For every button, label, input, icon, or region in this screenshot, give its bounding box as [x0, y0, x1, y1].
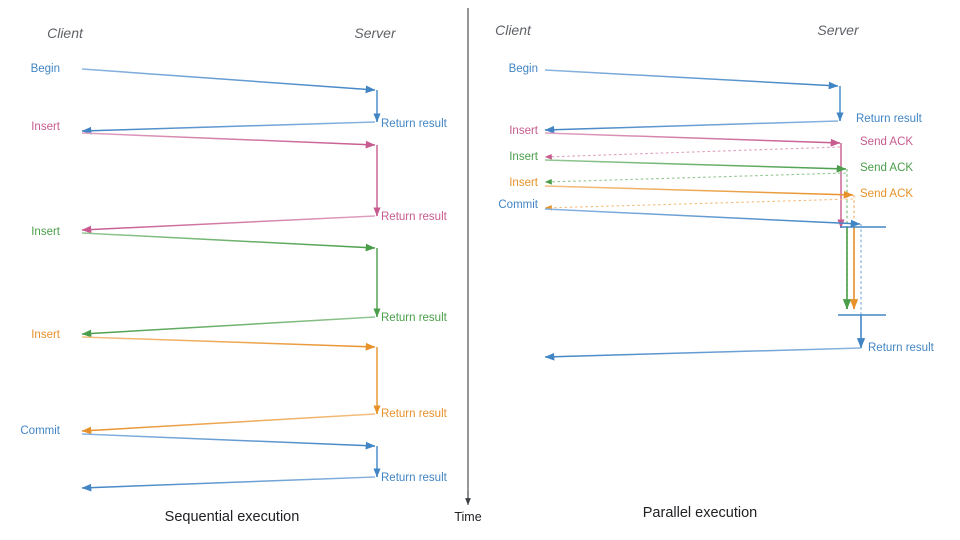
- left-server-message-label-0: Return result: [381, 118, 448, 130]
- left-request-arrow-2: [81, 232, 376, 252]
- right-begin-response-arrow: [544, 120, 839, 134]
- right-server-lane-label: Server: [817, 22, 860, 38]
- right-commit-request-arrow: [544, 208, 861, 228]
- left-client-message-label-2: Insert: [31, 226, 61, 238]
- right-server-message-label-4: Return result: [868, 342, 935, 354]
- right-client-message-label-1: Insert: [509, 125, 539, 137]
- right-client-message-label-2: Insert: [509, 151, 539, 163]
- left-response-arrow-3: [81, 413, 376, 435]
- right-server-message-label-3: Send ACK: [860, 188, 913, 200]
- left-server-message-label-3: Return result: [381, 408, 448, 420]
- left-request-arrow-0: [81, 68, 376, 94]
- left-response-arrow-1: [81, 215, 376, 234]
- right-insert-request-arrow-0: [544, 132, 841, 147]
- left-request-arrow-4: [81, 433, 376, 450]
- left-client-message-label-1: Insert: [31, 121, 61, 133]
- left-client-message-label-3: Insert: [31, 329, 61, 341]
- right-client-message-label-0: Begin: [509, 63, 538, 75]
- left-server-message-label-2: Return result: [381, 312, 448, 324]
- left-client-message-label-0: Begin: [31, 63, 60, 75]
- left-request-arrow-1: [81, 132, 376, 149]
- right-client-lane-label: Client: [495, 22, 532, 38]
- left-server-lane-label: Server: [354, 25, 397, 41]
- left-client-message-label-4: Commit: [20, 425, 60, 437]
- right-client-message-label-3: Insert: [509, 177, 539, 189]
- right-server-message-label-2: Send ACK: [860, 162, 913, 174]
- right-insert-request-arrow-2: [544, 185, 854, 199]
- right-commit-response-arrow: [544, 347, 862, 361]
- right-panel-caption: Parallel execution: [643, 505, 757, 521]
- left-panel-caption: Sequential execution: [165, 509, 300, 525]
- right-insert-ack-arrow-1: [544, 172, 847, 185]
- time-axis-label: Time: [454, 510, 481, 524]
- left-response-arrow-0: [81, 121, 376, 135]
- left-request-arrow-3: [81, 336, 376, 351]
- right-begin-request-arrow: [544, 69, 839, 90]
- left-client-lane-label: Client: [47, 25, 84, 41]
- right-server-message-label-0: Return result: [856, 113, 923, 125]
- left-server-message-label-1: Return result: [381, 211, 448, 223]
- right-server-message-label-1: Send ACK: [860, 136, 913, 148]
- left-server-message-label-4: Return result: [381, 472, 448, 484]
- right-client-message-label-4: Commit: [498, 199, 538, 211]
- left-response-arrow-4: [81, 476, 376, 492]
- right-insert-ack-arrow-0: [544, 146, 841, 160]
- left-response-arrow-2: [81, 316, 376, 338]
- right-insert-request-arrow-1: [544, 159, 847, 173]
- right-insert-ack-arrow-2: [544, 198, 854, 211]
